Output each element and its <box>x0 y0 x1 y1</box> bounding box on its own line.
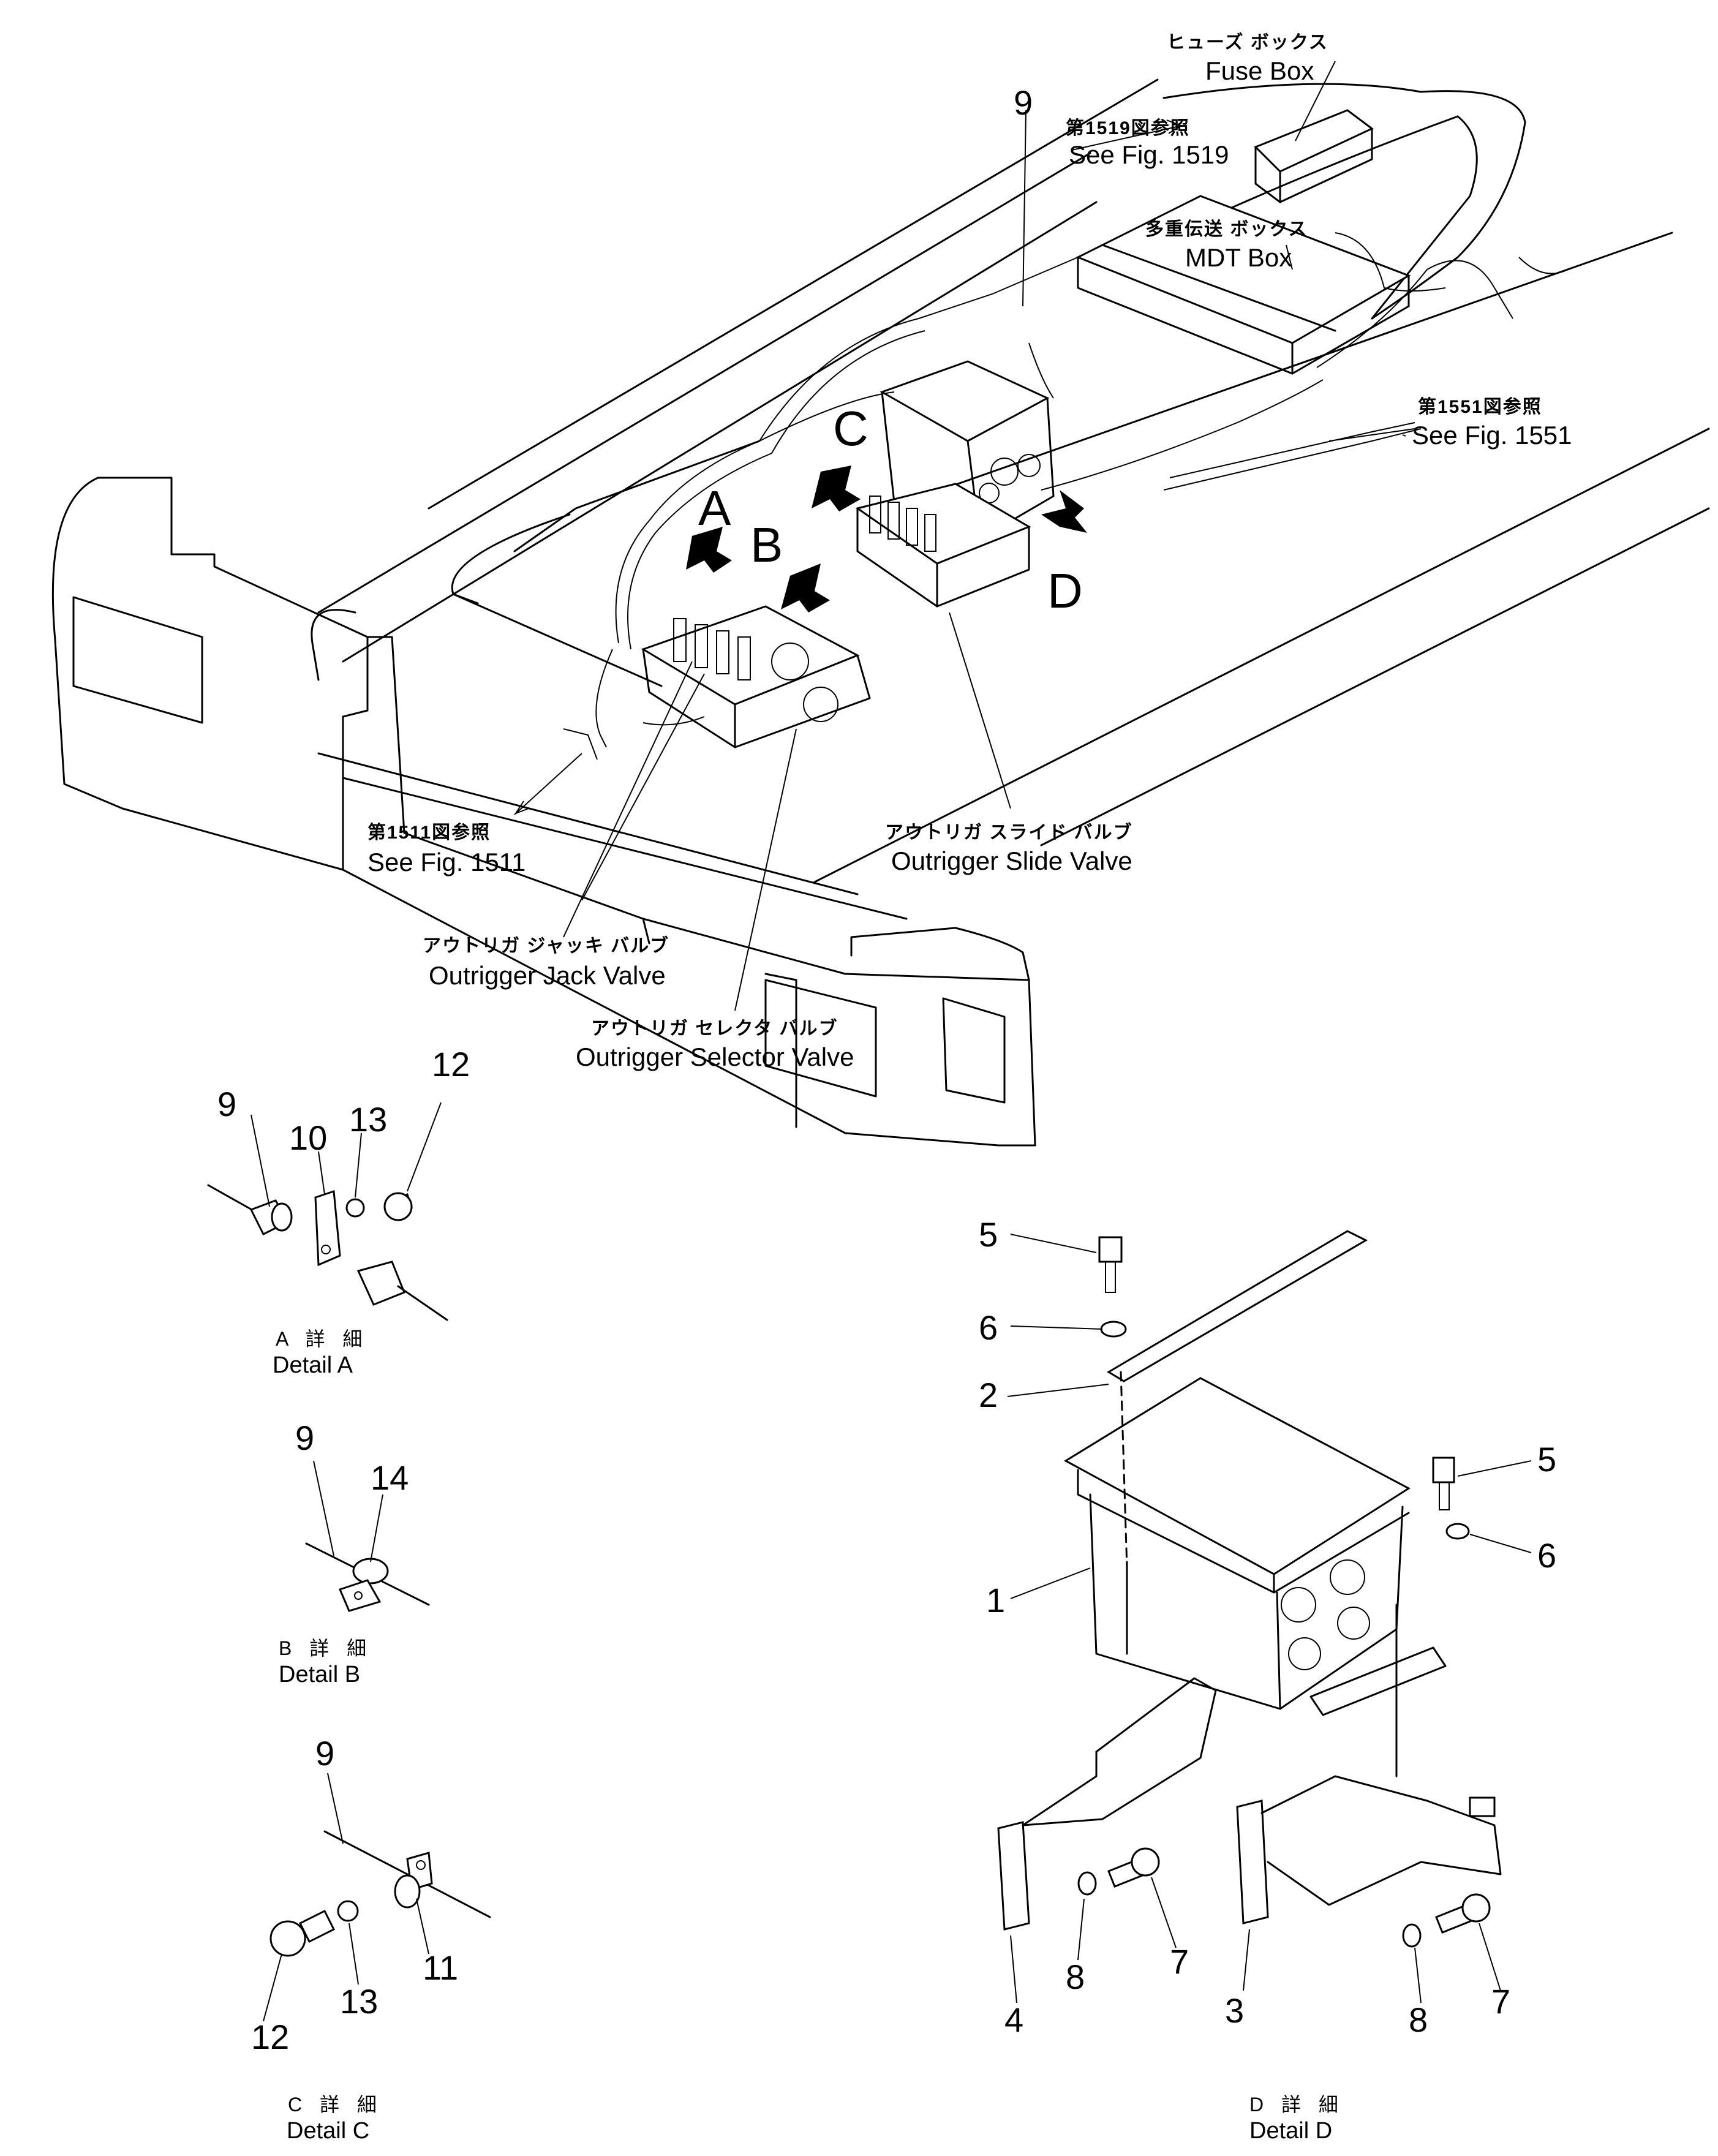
detail-d-part-7-left: 7 <box>1170 1942 1189 1981</box>
detail-c-part-9: 9 <box>315 1734 335 1773</box>
fig1511-label-en: See Fig. 1511 <box>367 848 526 876</box>
detail-c-part-13: 13 <box>340 1982 379 2021</box>
detail-d-part-6-right: 6 <box>1537 1536 1557 1575</box>
selector-valve-label-en: Outrigger Selector Valve <box>576 1042 854 1071</box>
detail-c-parts <box>263 1773 491 2022</box>
detail-d-parts <box>997 1230 1532 2003</box>
detail-d-part-1: 1 <box>986 1581 1006 1619</box>
fuse-box-label-en: Fuse Box <box>1205 56 1314 85</box>
detail-c-title-en: Detail C <box>287 2118 370 2144</box>
detail-d-part-3: 3 <box>1225 1991 1245 2030</box>
fuse-box-label-jp: ヒューズ ボックス <box>1167 32 1328 53</box>
detail-a-part-13: 13 <box>349 1100 388 1139</box>
fig1551-label-en: See Fig. 1551 <box>1412 421 1572 450</box>
slide-valve-label-en: Outrigger Slide Valve <box>891 846 1132 875</box>
detail-a-part-12: 12 <box>432 1045 470 1084</box>
detail-b-title-jp: B 詳 細 <box>279 1637 373 1659</box>
detail-c-title-jp: C 詳 細 <box>288 2094 383 2116</box>
detail-a-title-jp: A 詳 細 <box>276 1328 369 1350</box>
wiring-harness <box>563 232 1569 760</box>
view-letter-d: D <box>1047 564 1083 618</box>
jack-valve-label-jp: アウトリガ ジャッキ バルブ <box>423 936 670 956</box>
valve-blocks <box>641 483 1031 748</box>
detail-a-title-en: Detail A <box>273 1352 353 1378</box>
view-letter-c: C <box>833 401 868 456</box>
detail-b-title-en: Detail B <box>279 1662 361 1687</box>
detail-d-part-7-right: 7 <box>1491 1982 1511 2021</box>
detail-d-part-5-top: 5 <box>979 1215 998 1254</box>
fig1511-label-jp: 第1511図参照 <box>367 823 491 843</box>
mdt-box-label-en: MDT Box <box>1185 243 1292 272</box>
slide-valve-label-jp: アウトリガ スライド バルブ <box>885 823 1133 843</box>
detail-d-part-6-top: 6 <box>979 1308 998 1347</box>
jack-valve-label-en: Outrigger Jack Valve <box>429 961 666 990</box>
detail-c-part-12: 12 <box>251 2018 290 2056</box>
detail-a-part-9: 9 <box>217 1085 237 1123</box>
fig1551-label-jp: 第1551図参照 <box>1418 397 1542 417</box>
mdt-box <box>1076 195 1411 375</box>
detail-d-part-2: 2 <box>979 1376 998 1414</box>
detail-d-part-8-left: 8 <box>1066 1958 1085 1996</box>
detail-b-parts <box>305 1460 430 1612</box>
view-letter-b: B <box>750 518 783 572</box>
mdt-box-label-jp: 多重伝送 ボックス <box>1145 219 1308 239</box>
view-arrows <box>686 466 1087 612</box>
detail-d-part-5-right: 5 <box>1537 1440 1557 1479</box>
detail-d-title-jp: D 詳 細 <box>1249 2094 1344 2116</box>
detail-d-part-8-right: 8 <box>1409 2000 1428 2039</box>
detail-b-part-9: 9 <box>295 1419 315 1457</box>
boom-outline <box>51 78 1710 1147</box>
selector-valve-label-jp: アウトリガ セレクタ バルブ <box>591 1019 838 1039</box>
detail-c-part-11: 11 <box>423 1948 459 1987</box>
fuse-box <box>1254 109 1374 203</box>
slide-valve-box <box>880 360 1055 540</box>
detail-a-parts <box>207 1102 448 1321</box>
view-letter-a: A <box>698 481 731 535</box>
part-number-9-main: 9 <box>1014 83 1033 122</box>
fig1519-label-jp: 第1519図参照 <box>1066 118 1190 138</box>
detail-d-title-en: Detail D <box>1249 2118 1333 2144</box>
detail-d-part-4: 4 <box>1004 2000 1024 2039</box>
fig1519-label-en: See Fig. 1519 <box>1069 140 1229 169</box>
detail-a-part-10: 10 <box>289 1118 328 1157</box>
leader-lines <box>514 61 1415 1011</box>
detail-b-part-14: 14 <box>371 1458 409 1497</box>
